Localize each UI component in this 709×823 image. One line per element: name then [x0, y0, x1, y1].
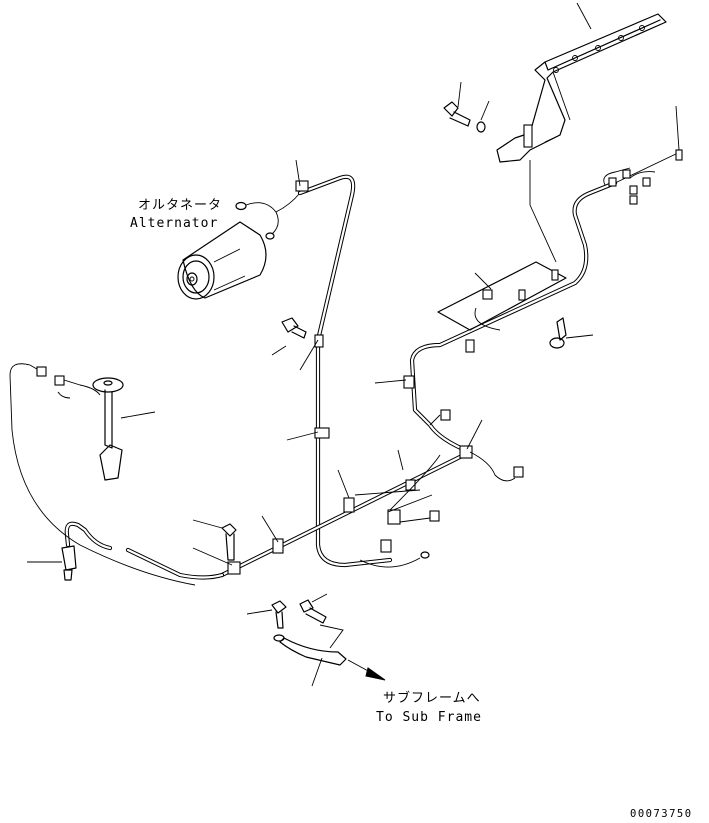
main-harness: [64, 174, 618, 580]
subframe-label-jp: サブフレームへ: [383, 691, 481, 706]
top-right-connectors: [603, 105, 683, 205]
pressure-switch: [27, 545, 77, 581]
leader-lines: [192, 159, 483, 566]
mounting-bracket: [496, 13, 667, 263]
bolt-right: [549, 317, 594, 349]
ground-cable: [246, 593, 386, 687]
bolt-lower-left: [192, 519, 237, 561]
alternator: [177, 221, 267, 300]
alternator-terminals: [235, 192, 301, 240]
subframe-label-en: To Sub Frame: [376, 710, 482, 725]
bolt-top: [443, 81, 471, 127]
branch-connectors: [354, 409, 524, 568]
connector-plate: [437, 261, 567, 331]
level-sensor: [36, 366, 156, 481]
alternator-label-jp: オルタネータ: [138, 198, 223, 213]
washer-top: [476, 100, 490, 133]
alternator-label-en: Alternator: [130, 216, 219, 231]
bolt-mid-left: [271, 317, 307, 356]
drawing-code: 00073750: [630, 808, 693, 820]
sensor-wire: [9, 363, 196, 586]
